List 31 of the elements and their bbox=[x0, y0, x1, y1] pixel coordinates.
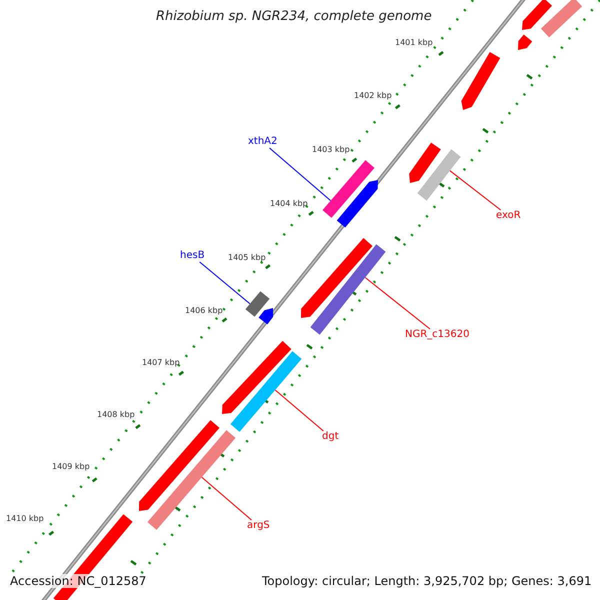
gene-label: exoR bbox=[496, 210, 521, 222]
gene-label: argS bbox=[247, 520, 270, 532]
scale-label: 1404 kbp bbox=[270, 199, 308, 208]
genome-info-text: Topology: circular; Length: 3,925,702 bp; Genes: 3,691 bbox=[260, 574, 594, 588]
gene-bar bbox=[310, 244, 386, 335]
leader-line bbox=[449, 170, 502, 210]
gene-bar bbox=[245, 291, 270, 317]
scale-label: 1405 kbp bbox=[228, 253, 266, 262]
gene-label: hesB bbox=[180, 250, 205, 262]
gene-bar bbox=[417, 149, 461, 201]
gene-label: NGR_c13620 bbox=[405, 329, 470, 341]
gene-bar bbox=[322, 160, 375, 218]
scale-label: 1403 kbp bbox=[312, 145, 350, 154]
title: Rhizobium sp. NGR234, complete genome bbox=[156, 9, 432, 24]
leader-line bbox=[269, 148, 332, 202]
leader-line bbox=[364, 277, 430, 330]
leader-line bbox=[274, 390, 324, 432]
scale-label: 1402 kbp bbox=[354, 91, 392, 100]
scale-label: 1408 kbp bbox=[97, 410, 135, 419]
scale-label: 1406 kbp bbox=[185, 306, 223, 315]
accession-text: Accession: NC_012587 bbox=[8, 574, 148, 588]
gene-bar bbox=[230, 351, 302, 432]
scale-label: 1401 kbp bbox=[395, 38, 433, 47]
leader-line bbox=[199, 262, 250, 304]
gene-bar bbox=[147, 430, 236, 530]
scale-label: 1409 kbp bbox=[52, 462, 90, 471]
gene-label: dgt bbox=[322, 431, 339, 443]
scale-label: 1407 kbp bbox=[142, 358, 180, 367]
leader-line bbox=[201, 476, 252, 520]
scale-label: 1410 kbp bbox=[6, 514, 44, 523]
gene-label: xthA2 bbox=[248, 136, 278, 148]
